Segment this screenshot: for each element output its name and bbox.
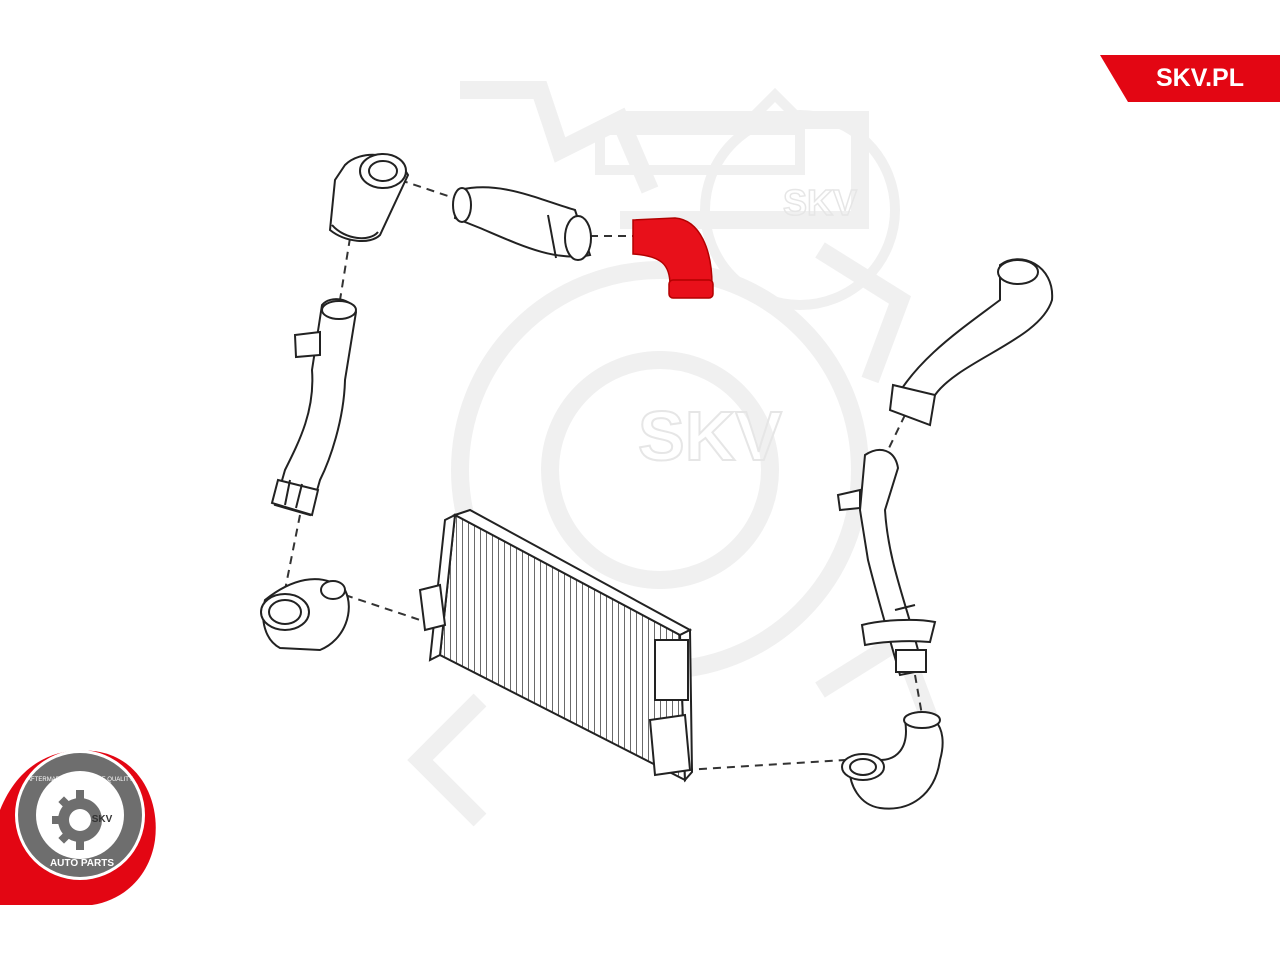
left-vertical-pipe bbox=[270, 298, 358, 517]
intercooler bbox=[418, 508, 694, 783]
right-upper-hose bbox=[888, 258, 1054, 427]
seal-ring-text: AFTERMARKET PRICE - OE QUALITY bbox=[27, 777, 133, 783]
skv-quality-seal: SKV AFTERMARKET PRICE - OE QUALITY AUTO … bbox=[0, 750, 156, 905]
upper-left-elbow-hose bbox=[328, 153, 410, 242]
skv-site-banner[interactable]: SKV.PL bbox=[1100, 55, 1280, 102]
seal-center-text: SKV bbox=[92, 814, 113, 825]
watermark-text-large: SKV bbox=[638, 397, 782, 475]
gear-icon bbox=[52, 790, 102, 850]
watermark-text-small: SKV bbox=[783, 182, 857, 223]
watermark-logo-small bbox=[595, 87, 900, 310]
lower-right-elbow-hose bbox=[841, 711, 944, 810]
right-vertical-pipe bbox=[836, 448, 937, 677]
highlighted-red-elbow-hose bbox=[632, 217, 714, 299]
site-label: SKV.PL bbox=[1156, 64, 1244, 92]
upper-middle-hose bbox=[452, 186, 592, 261]
connection-lines bbox=[284, 179, 923, 771]
lower-left-elbow-hose bbox=[260, 578, 350, 652]
seal-bottom-text: AUTO PARTS bbox=[50, 858, 114, 869]
